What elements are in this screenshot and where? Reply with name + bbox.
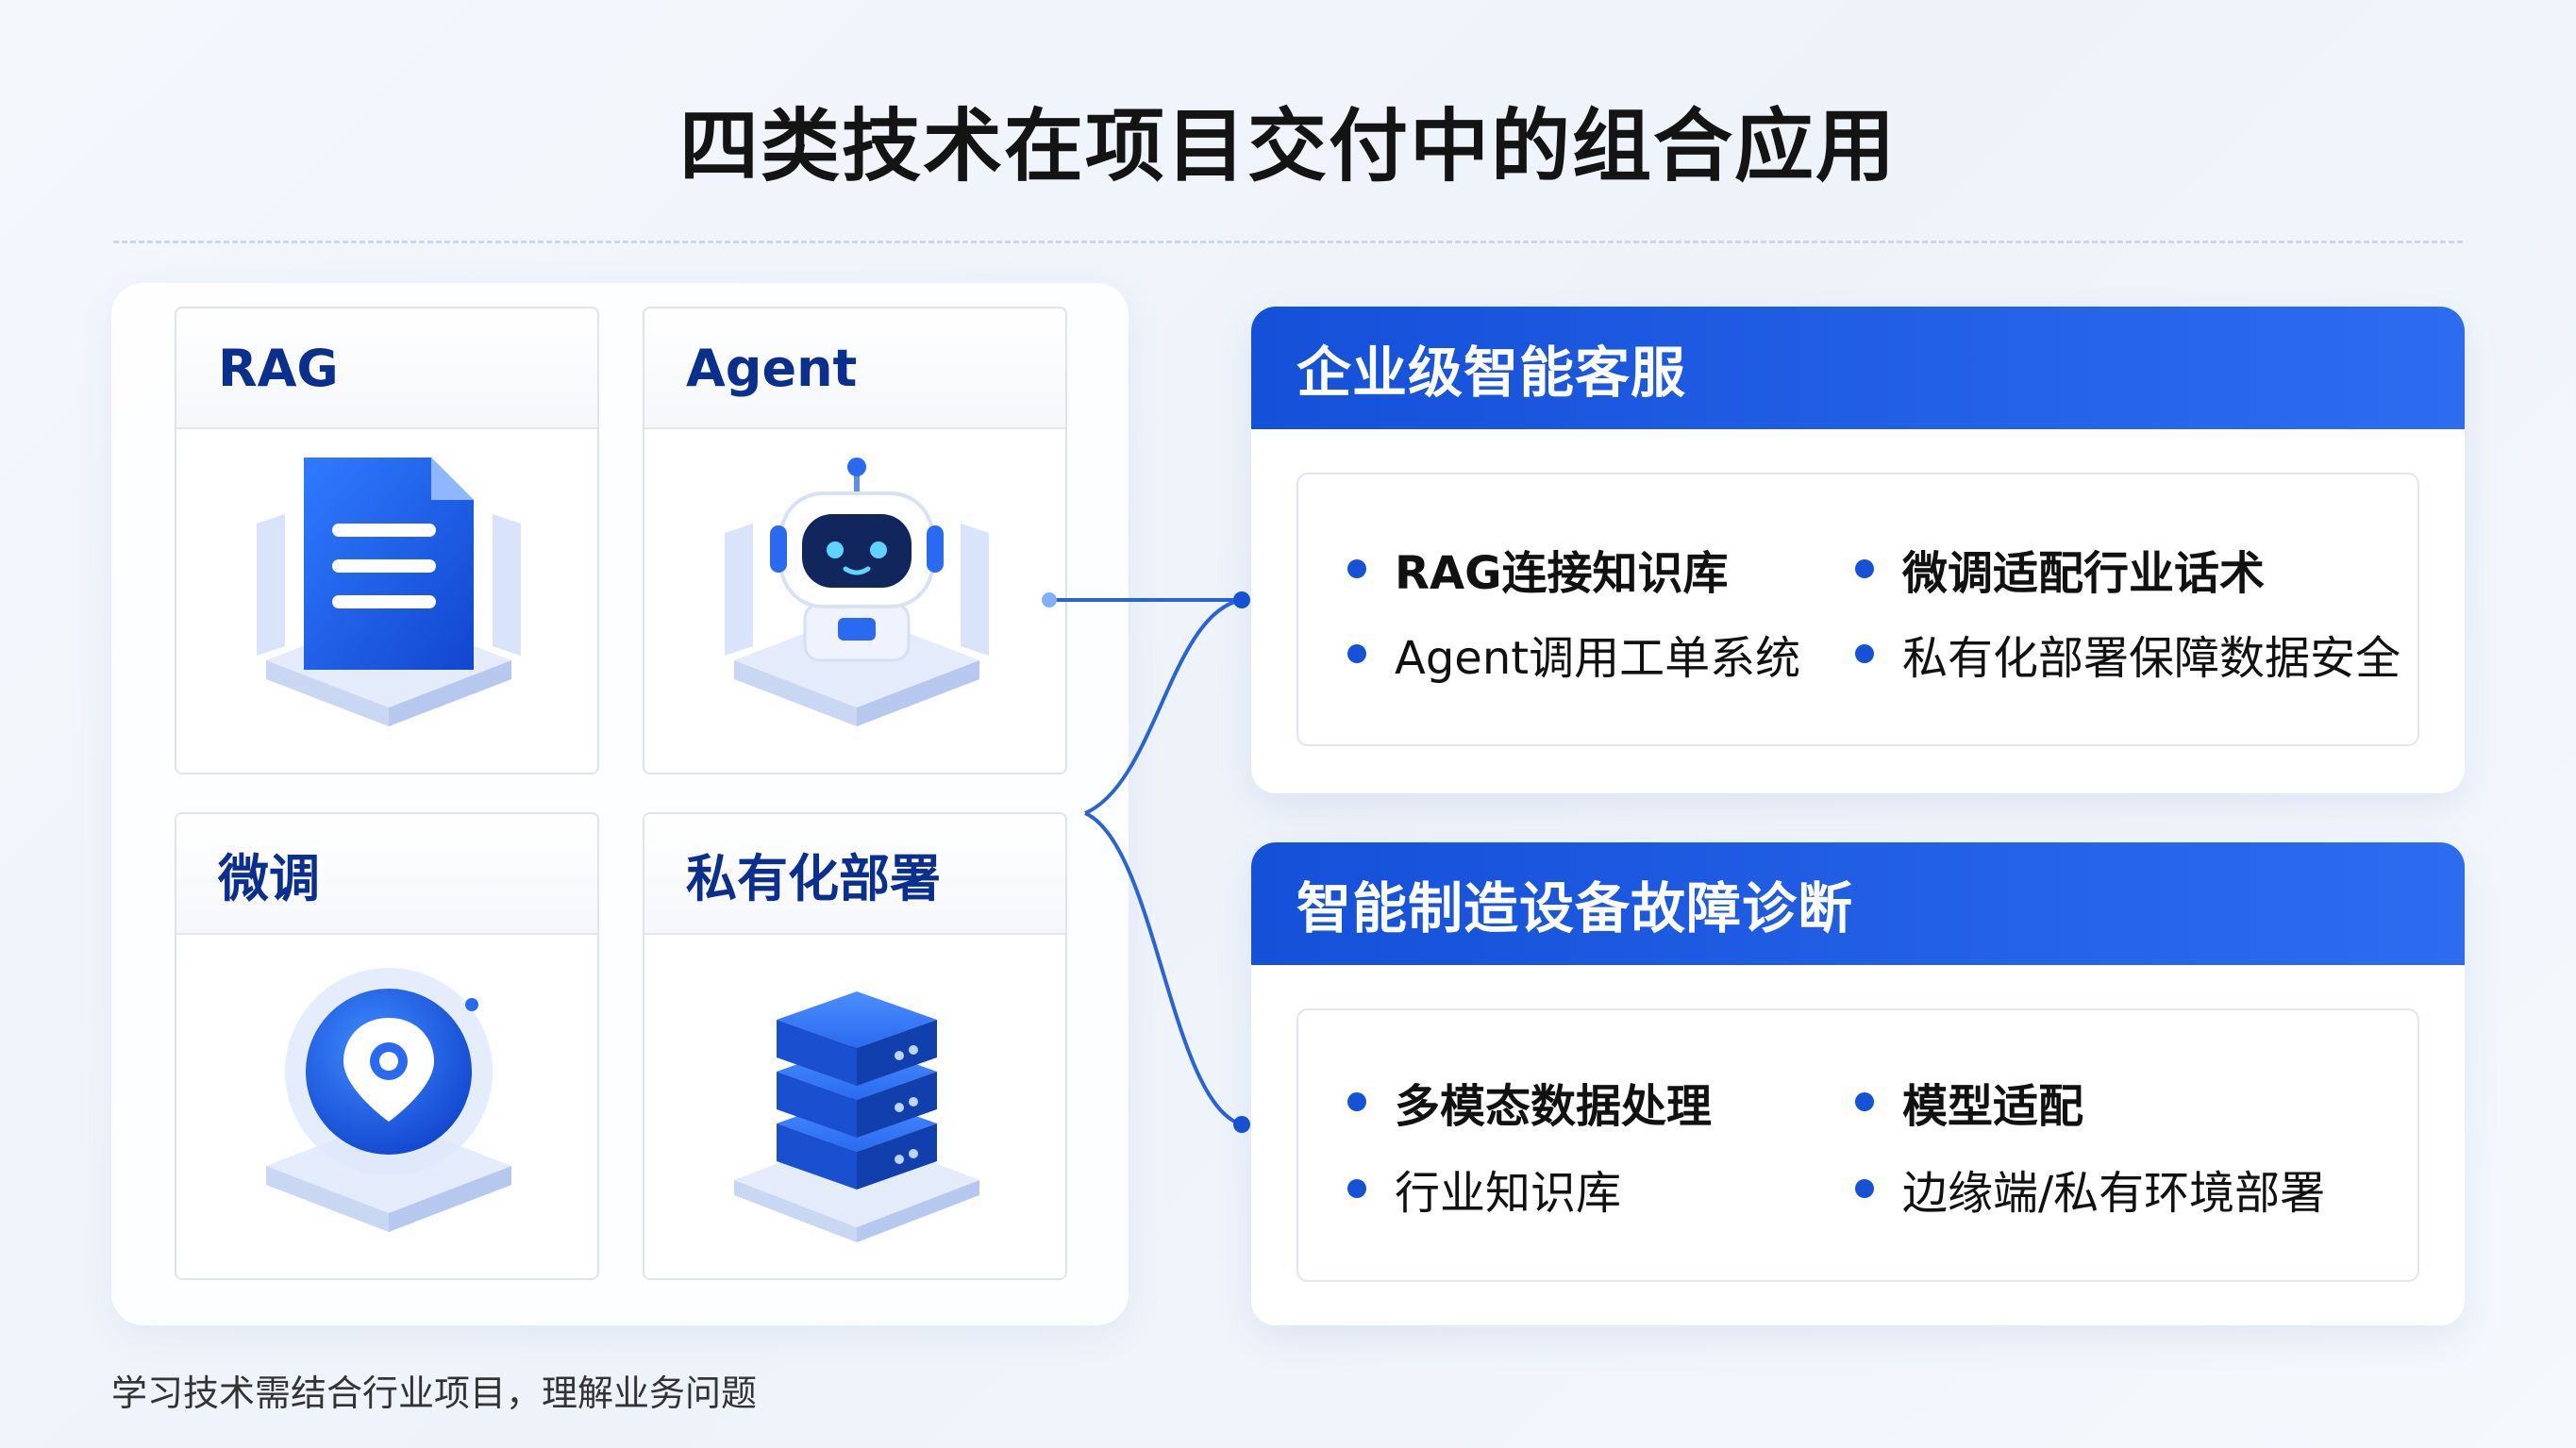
case-card-customer-service: 企业级智能客服 RAG连接知识库 微调适配行业话术 Agent调用工单系统 私有…: [1251, 307, 2465, 793]
case-card-title: 企业级智能客服: [1251, 307, 2465, 429]
bullet-dot-icon: [1347, 644, 1366, 663]
bullet-dot-icon: [1855, 644, 1874, 663]
robot-icon: [725, 458, 989, 726]
tech-card-label: RAG: [176, 308, 597, 429]
footer-note: 学习技术需结合行业项目，理解业务问题: [111, 1373, 758, 1414]
tech-card-label: 私有化部署: [644, 814, 1065, 935]
case-card-items: 多模态数据处理 模型适配 行业知识库 边缘端/私有环境部署: [1296, 1008, 2419, 1282]
bullet-dot-icon: [1347, 1092, 1366, 1111]
case-card-fault-diagnosis: 智能制造设备故障诊断 多模态数据处理 模型适配 行业知识库 边缘端/私有环境部署: [1251, 842, 2465, 1325]
bullet-dot-icon: [1855, 559, 1874, 578]
bullet-dot-icon: [1347, 559, 1366, 578]
case-item: Agent调用工单系统: [1347, 621, 1800, 687]
case-item: 多模态数据处理: [1347, 1069, 1712, 1135]
server-stack-icon: [734, 991, 979, 1242]
page-title: 四类技术在项目交付中的组合应用: [678, 100, 1897, 192]
case-card-items: RAG连接知识库 微调适配行业话术 Agent调用工单系统 私有化部署保障数据安…: [1296, 473, 2419, 746]
location-pin-icon: [266, 968, 511, 1232]
tech-card-finetune: 微调: [175, 812, 599, 1280]
bullet-dot-icon: [1855, 1179, 1874, 1198]
tech-card-rag: RAG: [175, 307, 599, 774]
tech-card-label: Agent: [644, 308, 1065, 429]
case-item: 边缘端/私有环境部署: [1855, 1156, 2325, 1222]
case-item: 模型适配: [1855, 1069, 2083, 1135]
tech-card-agent: Agent: [643, 307, 1067, 774]
case-item: 微调适配行业话术: [1855, 536, 2265, 602]
case-item: RAG连接知识库: [1347, 536, 1729, 602]
tech-card-label: 微调: [176, 814, 597, 935]
title-divider: [113, 241, 2463, 243]
document-icon: [257, 458, 521, 726]
tech-card-private-deploy: 私有化部署: [643, 812, 1067, 1280]
case-item: 私有化部署保障数据安全: [1855, 621, 2400, 687]
bullet-dot-icon: [1855, 1092, 1874, 1111]
case-item: 行业知识库: [1347, 1156, 1621, 1222]
case-card-title: 智能制造设备故障诊断: [1251, 842, 2465, 965]
bullet-dot-icon: [1347, 1179, 1366, 1198]
